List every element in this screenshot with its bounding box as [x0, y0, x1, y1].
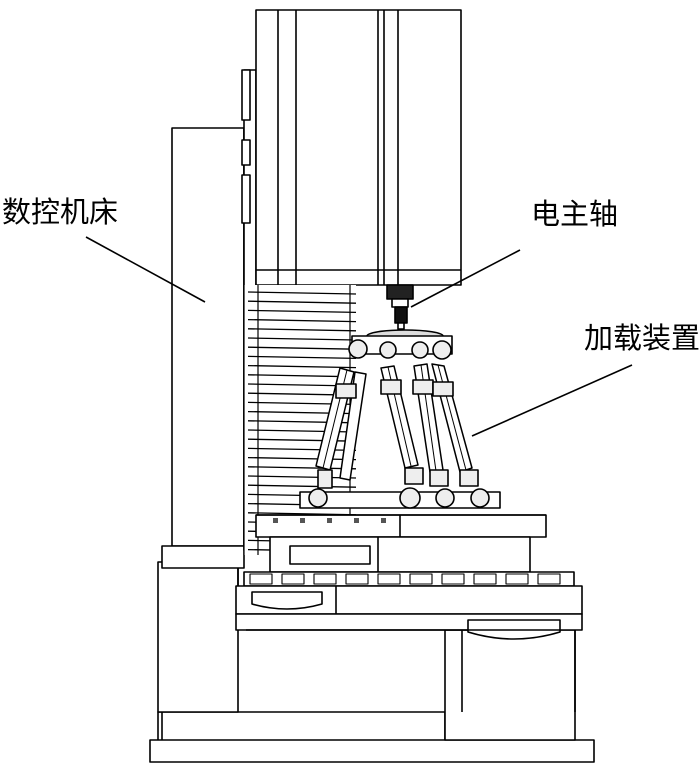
electric-spindle — [386, 284, 414, 330]
machine-base — [149, 561, 595, 763]
saddle-block — [345, 573, 369, 585]
bellow-rib — [247, 438, 357, 442]
bellow-rib — [247, 355, 357, 360]
saddle-block — [441, 573, 465, 585]
loading-device-label: 加载装置 — [584, 321, 700, 355]
cnc-machine-label: 数控机床 — [2, 195, 119, 229]
bellow-rib — [247, 456, 357, 461]
leader-loader — [471, 364, 633, 437]
saddle-block — [281, 573, 305, 585]
machine-column — [161, 69, 257, 629]
loading-device — [299, 329, 501, 509]
bellow-rib — [247, 318, 357, 323]
bellow-rib — [247, 364, 357, 369]
bellow-rib — [247, 447, 357, 452]
bellow-rib — [247, 291, 357, 295]
bellow-rib — [247, 337, 357, 341]
bellow-rib — [247, 300, 357, 304]
bellow-rib — [247, 328, 357, 332]
saddle-block — [537, 573, 561, 585]
bellow-rib — [247, 484, 357, 488]
spindle-headstock — [255, 9, 462, 286]
saddle-block — [249, 573, 273, 585]
bellow-rib — [247, 346, 357, 350]
saddle-block — [473, 573, 497, 585]
bellow-rib — [247, 466, 357, 470]
leader-spindle — [410, 249, 521, 308]
leader-cnc — [85, 236, 206, 303]
saddle-block — [409, 573, 433, 585]
worktable — [255, 514, 547, 573]
leader-lines — [85, 236, 633, 437]
bellow-rib — [247, 475, 357, 479]
saddle-block — [377, 573, 401, 585]
saddle-detail — [249, 573, 561, 585]
spindle-label: 电主轴 — [531, 197, 619, 231]
saddle-block — [313, 573, 337, 585]
bellow-rib — [247, 309, 357, 314]
saddle-block — [505, 573, 529, 585]
